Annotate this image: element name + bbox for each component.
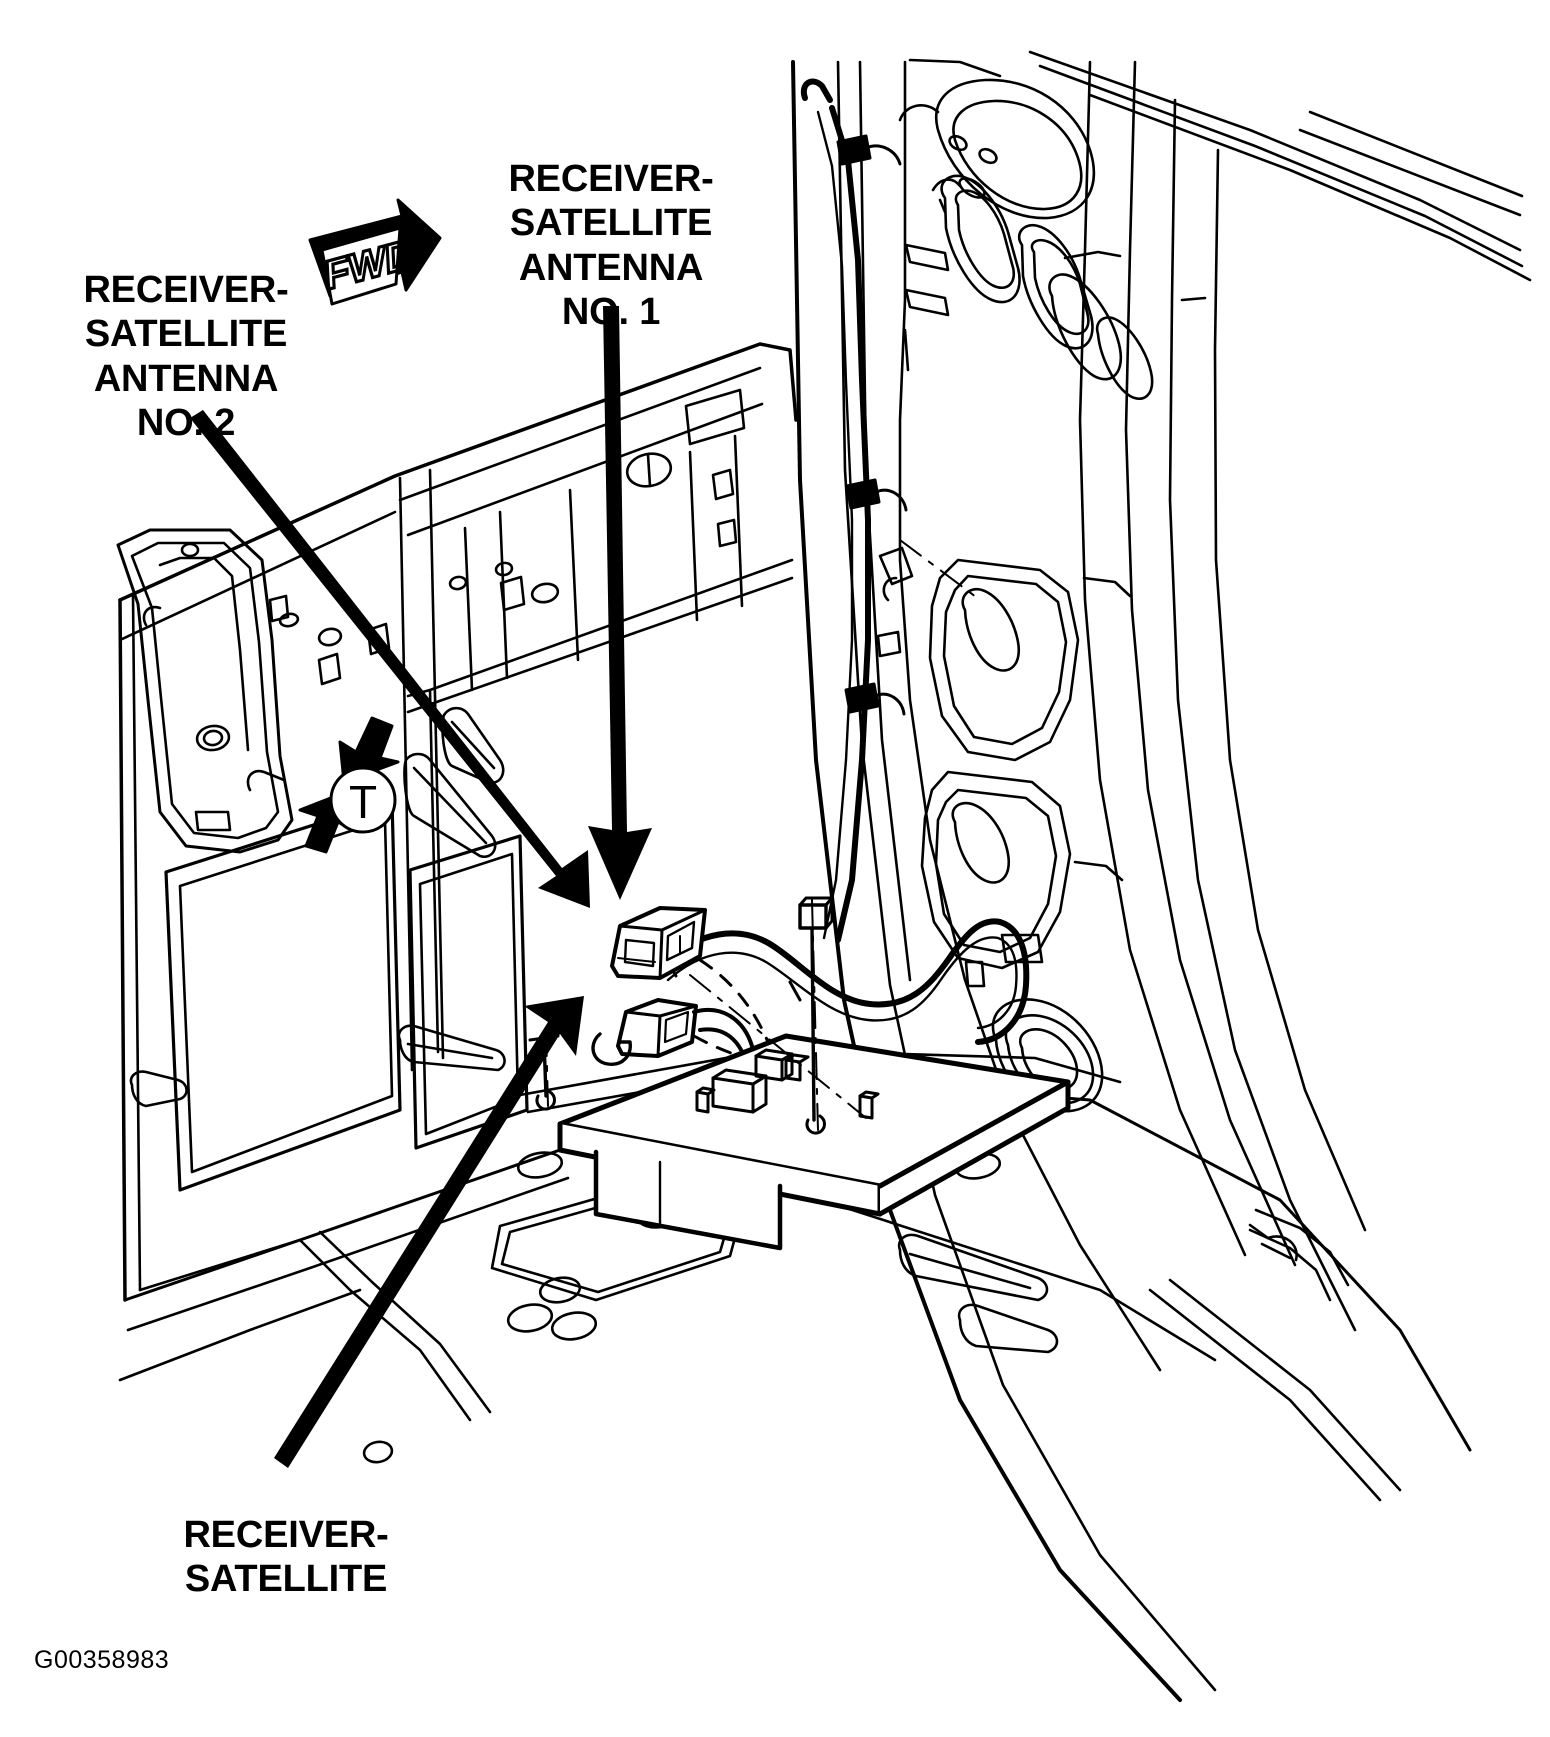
body-pillar-outer-structure [791,50,1532,1702]
antenna-connector-upper [610,906,707,980]
figure-id-code: G00358983 [34,1646,170,1674]
rotation-t-symbol: T [298,716,400,854]
callout-label-antenna-2: RECEIVER- SATELLITE ANTENNA NO. 2 [83,269,289,445]
antenna-coax-cable [800,78,871,943]
cable-clips [836,134,908,716]
antenna-2-leader-arrow [190,410,590,908]
pillar-bracket-detail [876,546,914,658]
leader-arrows [190,306,652,1468]
callout-label-receiver: RECEIVER- SATELLITE [183,1514,389,1601]
callout-label-antenna-1: RECEIVER- SATELLITE ANTENNA NO. 1 [508,158,714,334]
antenna-coax-cable-inner [816,110,854,940]
receiver-leader-arrow [274,996,584,1468]
antenna-1-leader-arrow [588,306,652,900]
antenna-connector-lower [591,998,698,1066]
wiring-harness-loop-inner [666,936,1018,1030]
rotation-symbol-text: T [349,776,377,828]
left-pillar-trim [116,528,294,854]
wiring-harness-loop [659,918,1030,1045]
mounting-bolt-right [798,896,834,1135]
